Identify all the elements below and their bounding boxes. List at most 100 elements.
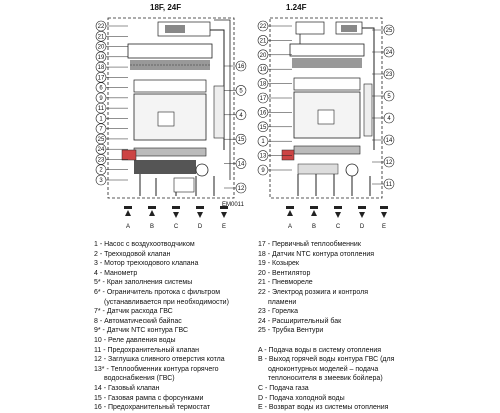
electrode	[317, 109, 335, 125]
legend-line: 7* - Датчик расхода ГВС	[94, 308, 173, 316]
legend-line: B - Выход горячей воды контура ГВС (для	[258, 356, 395, 364]
callout-number: 16	[260, 110, 267, 116]
fan-motor	[165, 25, 185, 33]
legend-line: 14 - Газовый клапан	[94, 384, 160, 392]
callout-number: 17	[98, 75, 105, 81]
callout-circle	[257, 150, 269, 161]
expansion-tank	[213, 85, 225, 139]
boiler-casing	[269, 17, 383, 199]
callout-circle	[383, 24, 395, 36]
drawing-code-stamp: EM0011	[222, 202, 245, 208]
chamber-top	[133, 79, 207, 93]
callout-circle	[383, 90, 395, 102]
legend-line: 11 - Предохранительный клапан	[94, 346, 200, 354]
legend-line: C - Подача газа	[258, 384, 309, 392]
legend-line: E - Возврат воды из системы отопления	[258, 404, 389, 412]
legend-line: 13* - Теплообменник контура горячего	[94, 365, 219, 373]
callout-number: 22	[98, 24, 105, 30]
connection-letter: C	[336, 224, 341, 230]
legend-line: 22 - Электрод розжига и контроля	[258, 288, 369, 296]
callout-circle	[257, 20, 269, 32]
callout-circle	[257, 164, 269, 176]
connection-letter: A	[288, 224, 292, 230]
legend-line: 2 - Трехходовой клапан	[94, 250, 171, 258]
connection-arrow	[221, 212, 227, 218]
callout-number: 12	[386, 160, 393, 166]
connection-arrow	[359, 212, 365, 218]
legend-line: 16 - Предохранительный термостат	[94, 404, 211, 412]
callout-number: 19	[98, 55, 105, 61]
legend-line: 21 - Пневмореле	[258, 279, 313, 287]
connection-arrow	[173, 212, 179, 218]
callout-circle	[383, 134, 395, 146]
legend-line: 3 - Мотор трехходового клапана	[94, 260, 199, 268]
electrode	[157, 111, 175, 127]
callout-number: 12	[238, 186, 245, 192]
hood	[127, 43, 213, 59]
legend-line: 23 - Горелка	[258, 308, 298, 316]
callout-circle	[383, 46, 395, 58]
callout-circle	[257, 121, 269, 133]
callout-number: 23	[386, 72, 393, 78]
callout-number: 11	[386, 182, 393, 188]
callout-circle	[235, 158, 247, 169]
connection-letter: C	[174, 224, 179, 230]
callout-circle	[383, 112, 395, 124]
callout-number: 18	[260, 82, 267, 88]
callout-circle	[235, 133, 247, 145]
callout-circle	[257, 49, 269, 61]
legend-line: одноконтурных моделей – подача	[268, 365, 379, 373]
gas-valve	[281, 149, 295, 161]
callout-circle	[257, 107, 269, 118]
diagram-title-1-24f: 1.24F	[286, 3, 307, 12]
diagram-title-18f-24f: 18F, 24F	[150, 3, 181, 12]
chamber-top	[293, 77, 361, 91]
gas-valve	[121, 149, 137, 161]
callout-number: 16	[238, 64, 245, 70]
callout-number: 9	[99, 96, 103, 102]
return-pipe	[362, 27, 375, 150]
callout-circle	[257, 135, 269, 147]
callout-number: 3	[99, 178, 103, 184]
connection-letter: D	[198, 224, 203, 230]
primary-heat-exchanger	[292, 58, 362, 68]
legend-line: 1 - Насос с воздухоотводчиком	[94, 241, 195, 248]
connection-arrow	[197, 212, 203, 218]
legend-line: 10 - Реле давления воды	[94, 336, 176, 344]
legend-line: D - Подача холодной воды	[258, 394, 345, 402]
callout-circle	[235, 85, 247, 96]
legend-line: 15 - Газовая рампа с форсунками	[94, 394, 204, 402]
callout-number: 1	[99, 116, 103, 122]
callout-number: 24	[98, 147, 105, 153]
legend-line: 8 - Автоматический байпас	[94, 317, 182, 325]
legend-line: (устанавливается при необходимости)	[104, 298, 229, 306]
callout-number: 1	[261, 139, 265, 145]
callout-circle	[235, 182, 247, 194]
callout-number: 25	[98, 137, 105, 143]
callout-number: 22	[260, 24, 267, 30]
burner	[293, 145, 361, 155]
connection-letter: B	[150, 224, 154, 230]
callout-number: 4	[239, 113, 243, 119]
connection-arrow	[125, 210, 131, 216]
callout-number: 17	[260, 96, 267, 102]
hood	[289, 43, 365, 57]
legend-line: водоснабжения (ГВС)	[104, 375, 175, 383]
three-way-valve	[173, 177, 195, 193]
callout-number: 20	[98, 45, 105, 51]
callout-number: 25	[386, 28, 393, 34]
hydraulic-group	[297, 163, 339, 175]
connection-arrow	[381, 212, 387, 218]
callout-circle	[383, 178, 395, 190]
callout-number: 7	[99, 127, 103, 133]
callout-number: 14	[386, 138, 393, 144]
callout-number: 14	[238, 162, 245, 168]
callout-number: 19	[260, 67, 267, 73]
callout-circle	[235, 109, 247, 121]
connection-letter: A	[126, 224, 130, 230]
legend-line: пламени	[268, 298, 297, 306]
legend-left-column: 1 - Насос с воздухоотводчиком 2 - Трехход…	[94, 240, 229, 413]
legend-line	[258, 336, 394, 346]
